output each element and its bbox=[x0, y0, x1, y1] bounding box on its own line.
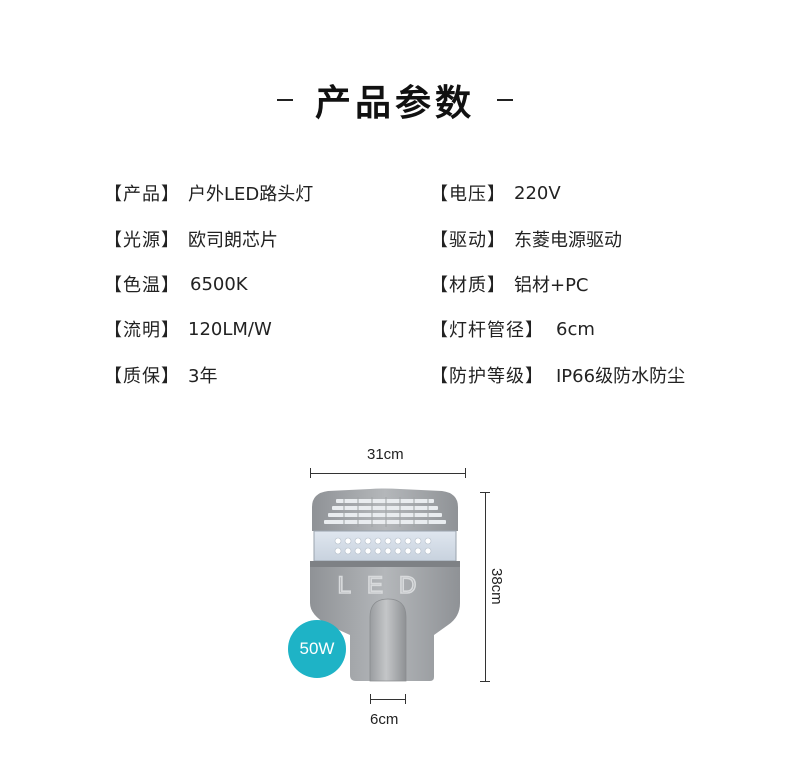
spec-value: 220V bbox=[514, 182, 561, 204]
width-dimension-label: 31cm bbox=[367, 446, 404, 463]
pole-dimension-line bbox=[370, 699, 406, 700]
heat-sink-divisions bbox=[343, 497, 429, 527]
pole-connector bbox=[369, 598, 407, 682]
height-dimension-line bbox=[485, 492, 486, 682]
spec-warranty: 【质保】 3年 bbox=[104, 362, 217, 388]
page-title-row: 产品参数 bbox=[0, 70, 790, 130]
spec-value: 6cm bbox=[556, 318, 595, 340]
spec-label: 【流明】 bbox=[104, 320, 180, 341]
spec-product: 【产品】 户外LED路头灯 bbox=[104, 180, 313, 206]
spec-value: 户外LED路头灯 bbox=[188, 184, 314, 205]
spec-value: 东菱电源驱动 bbox=[514, 230, 622, 251]
housing-seam bbox=[310, 561, 460, 567]
spec-pole-diameter: 【灯杆管径】 6cm bbox=[430, 316, 595, 342]
spec-label: 【产品】 bbox=[104, 184, 180, 205]
pole-dimension-tick-left bbox=[370, 694, 371, 704]
lamp-led-text: LED bbox=[338, 572, 433, 599]
spec-label: 【色温】 bbox=[104, 275, 180, 296]
height-dimension-label: 38cm bbox=[488, 568, 505, 605]
title-dash-left bbox=[276, 99, 293, 101]
width-dimension-tick-right bbox=[465, 468, 466, 478]
spec-material: 【材质】 铝材+PC bbox=[430, 271, 589, 297]
title-dash-right bbox=[497, 99, 513, 101]
spec-label: 【驱动】 bbox=[430, 230, 506, 251]
spec-value: 6500K bbox=[190, 273, 248, 295]
spec-label: 【光源】 bbox=[104, 230, 180, 251]
spec-light-source: 【光源】 欧司朗芯片 bbox=[104, 226, 278, 252]
width-dimension-line bbox=[310, 473, 466, 474]
spec-lumen: 【流明】 120LM/W bbox=[104, 316, 272, 342]
spec-value: 欧司朗芯片 bbox=[188, 230, 278, 251]
spec-label: 【防护等级】 bbox=[430, 366, 544, 387]
led-lens-panel bbox=[313, 530, 457, 562]
street-light-illustration: LED bbox=[310, 488, 460, 682]
led-chip-grid bbox=[334, 537, 432, 555]
height-dimension-tick-bottom bbox=[480, 681, 490, 682]
spec-label: 【质保】 bbox=[104, 366, 180, 387]
spec-value: 3年 bbox=[188, 366, 218, 387]
spec-label: 【电压】 bbox=[430, 184, 506, 205]
spec-value: 铝材+PC bbox=[514, 275, 589, 296]
spec-value: 120LM/W bbox=[188, 318, 272, 340]
pole-dimension-tick-right bbox=[405, 694, 406, 704]
spec-color-temp: 【色温】 6500K bbox=[104, 271, 248, 297]
width-dimension-tick-left bbox=[310, 468, 311, 478]
spec-label: 【灯杆管径】 bbox=[430, 320, 544, 341]
spec-label: 【材质】 bbox=[430, 275, 506, 296]
pole-dimension-label: 6cm bbox=[370, 711, 399, 728]
spec-voltage: 【电压】 220V bbox=[430, 180, 561, 206]
height-dimension-tick-top bbox=[480, 492, 490, 493]
spec-protection: 【防护等级】 IP66级防水防尘 bbox=[430, 362, 685, 388]
spec-value: IP66级防水防尘 bbox=[556, 366, 686, 387]
page-title: 产品参数 bbox=[314, 83, 475, 124]
power-badge: 50W bbox=[288, 620, 346, 678]
spec-driver: 【驱动】 东菱电源驱动 bbox=[430, 226, 622, 252]
